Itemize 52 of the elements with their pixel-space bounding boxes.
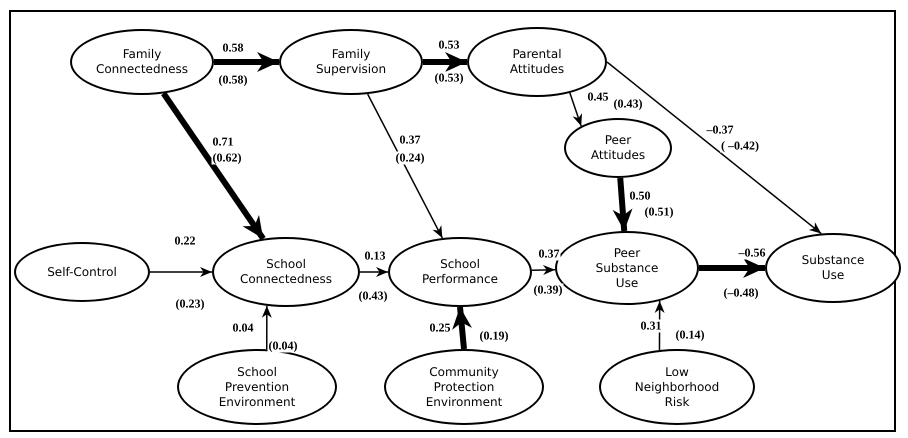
coefficient-label: (0.24) — [394, 152, 426, 164]
arrow — [699, 258, 765, 278]
edge-label: 0.22 — [174, 234, 196, 248]
coefficient-label: (0.62) — [212, 152, 242, 164]
node-label: Substance Use — [800, 253, 866, 283]
arrow — [262, 306, 272, 350]
node-label: School Connectedness — [238, 257, 334, 287]
edge-label: 0.58 — [222, 42, 244, 54]
arrow — [569, 92, 582, 126]
edge-label: 0.37 — [538, 248, 560, 260]
node-label: Self-Control — [47, 264, 117, 280]
edge-label: 0.50 — [628, 190, 652, 202]
edge-label: 0.53 — [438, 38, 460, 52]
arrow — [360, 267, 388, 277]
coefficient-label: (0.39) — [532, 284, 564, 296]
node-label: School Prevention Environment — [218, 364, 296, 410]
arrow — [150, 267, 212, 277]
edge-label: –0.37 — [706, 124, 734, 136]
edge-label: 0.31 — [640, 320, 662, 332]
coefficient-label: (0.51) — [644, 206, 674, 218]
coefficient-label: (0.43) — [358, 290, 388, 302]
arrow — [606, 61, 822, 234]
node-label: Family Connectedness — [94, 47, 190, 77]
node-label: Low Neighborhood Risk — [634, 364, 720, 410]
coefficient-label: (0.58) — [218, 74, 248, 86]
coefficient-label: (–0.48) — [722, 286, 760, 300]
arrow — [214, 52, 279, 72]
coefficient-label: (0.53) — [434, 72, 464, 84]
edge-label: –0.56 — [738, 246, 766, 260]
coefficient-label: (0.23) — [174, 298, 206, 310]
coefficient-label: (0.04) — [268, 340, 298, 352]
edge-label: 0.37 — [398, 134, 422, 146]
node-label: Parental Attitudes — [508, 47, 566, 77]
arrow — [423, 52, 467, 72]
arrow — [612, 178, 633, 232]
coefficient-label: (0.19) — [478, 330, 510, 342]
node-label: Peer Attitudes — [590, 133, 646, 163]
node-label: Community Protection Environment — [424, 364, 504, 410]
node-label: Peer Substance Use — [594, 246, 660, 290]
arrow — [452, 306, 472, 350]
edge-label: 0.25 — [428, 322, 452, 334]
node-label: Family Supervision — [314, 47, 388, 77]
arrow — [367, 94, 444, 238]
edge-label: 0.45 — [586, 90, 610, 104]
edge-label: 0.13 — [364, 250, 386, 262]
coefficient-label: ( –0.42) — [720, 140, 760, 152]
arrow — [532, 265, 556, 275]
coefficient-label: (0.14) — [674, 328, 706, 342]
node-label: School Performance — [420, 257, 500, 287]
edge-label: 0.71 — [212, 136, 234, 148]
coefficient-label: (0.43) — [612, 98, 644, 110]
edge-label: 0.04 — [232, 322, 254, 334]
